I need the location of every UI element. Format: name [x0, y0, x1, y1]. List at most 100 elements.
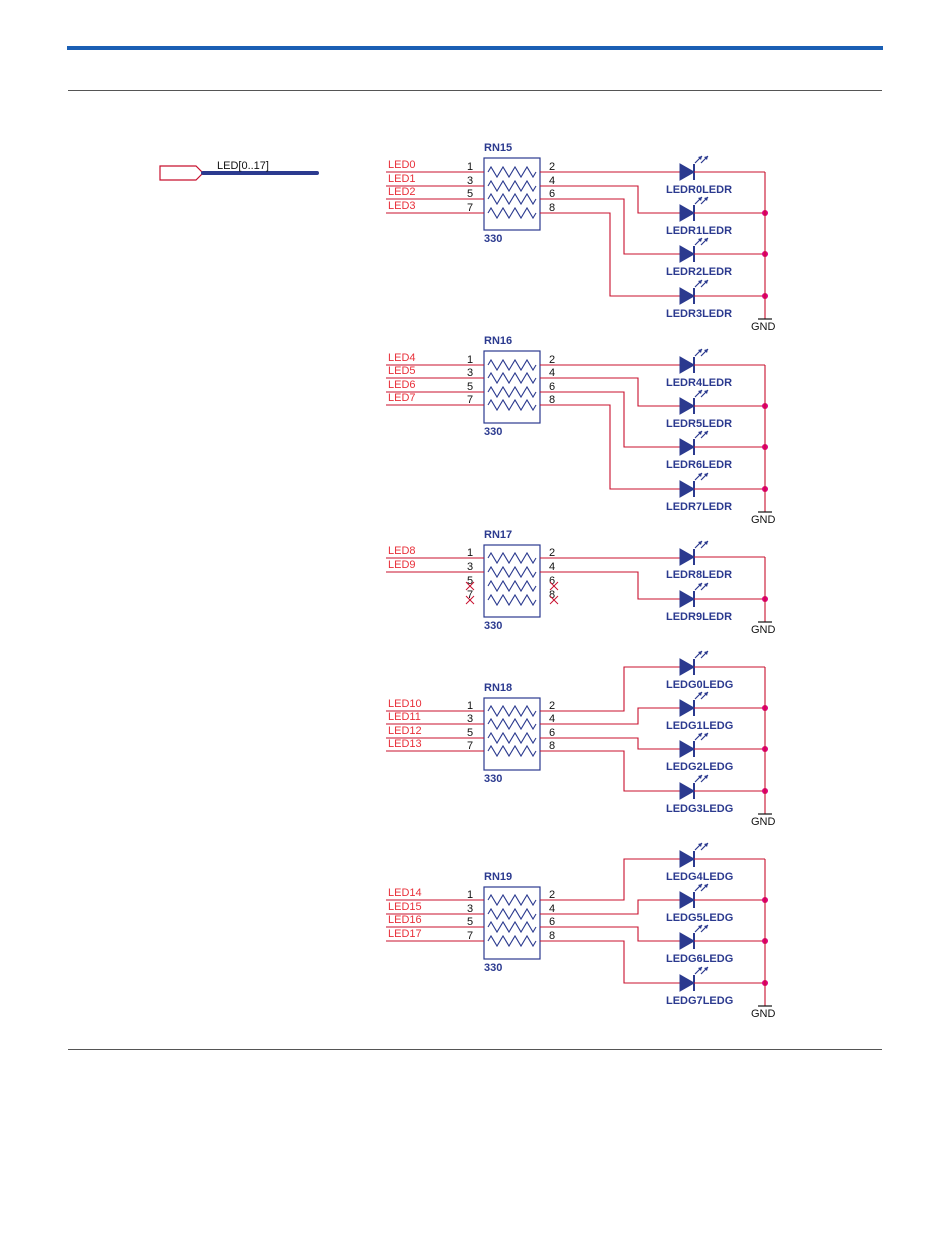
- resistor-symbol: [487, 179, 537, 193]
- wire: [540, 899, 680, 915]
- pin-number: 2: [549, 700, 555, 712]
- led-label: LEDG1LEDG: [666, 720, 733, 732]
- led-reference: LEDG6: [666, 953, 703, 965]
- wire: [540, 750, 680, 792]
- pin-number: 1: [467, 889, 473, 901]
- light-arrowhead-icon: [698, 156, 702, 160]
- resistor-network-body: [483, 350, 541, 424]
- led-label: LEDR6LEDR: [666, 459, 732, 471]
- light-arrowhead-icon: [698, 349, 702, 353]
- led-diode-icon: [679, 782, 696, 800]
- led-diode-icon: [679, 204, 696, 222]
- resistor-network-body: [483, 157, 541, 231]
- net-label: LED8: [388, 545, 416, 557]
- no-connect-icon: [465, 581, 475, 591]
- light-arrowhead-icon: [704, 733, 708, 737]
- light-arrowhead-icon: [704, 967, 708, 971]
- light-arrowhead-icon: [704, 238, 708, 242]
- led-label: LEDG4LEDG: [666, 871, 733, 883]
- led-reference: LEDR3: [666, 308, 702, 320]
- resistor-symbol: [487, 565, 537, 579]
- led-value: LEDR: [702, 418, 732, 430]
- led-value: LEDG: [703, 953, 734, 965]
- pin-number: 4: [549, 367, 555, 379]
- pin-number: 3: [467, 903, 473, 915]
- light-arrowhead-icon: [698, 390, 702, 394]
- light-arrowhead-icon: [698, 651, 702, 655]
- led-reference: LEDR5: [666, 418, 702, 430]
- light-arrowhead-icon: [704, 390, 708, 394]
- component-value: 330: [484, 233, 502, 245]
- light-arrowhead-icon: [698, 541, 702, 545]
- resistor-symbol: [487, 893, 537, 907]
- wire: [540, 377, 680, 407]
- led-value: LEDG: [703, 803, 734, 815]
- led-value: LEDG: [703, 720, 734, 732]
- led-reference: LEDR9: [666, 611, 702, 623]
- led-value: LEDG: [703, 761, 734, 773]
- net-label: LED14: [388, 887, 422, 899]
- resistor-symbol: [487, 704, 537, 718]
- component-value: 330: [484, 620, 502, 632]
- net-label: LED13: [388, 738, 422, 750]
- led-label: LEDR3LEDR: [666, 308, 732, 320]
- pin-number: 4: [549, 713, 555, 725]
- net-label: LED5: [388, 365, 416, 377]
- wire: [540, 666, 680, 712]
- led-diode-icon: [679, 163, 696, 181]
- pin-number: 4: [549, 903, 555, 915]
- led-value: LEDR: [702, 569, 732, 581]
- led-value: LEDR: [702, 266, 732, 278]
- pin-number: 7: [467, 202, 473, 214]
- pin-number: 3: [467, 561, 473, 573]
- led-label: LEDR7LEDR: [666, 501, 732, 513]
- pin-number: 6: [549, 727, 555, 739]
- resistor-symbol: [487, 731, 537, 745]
- led-diode-icon: [679, 245, 696, 263]
- light-arrowhead-icon: [704, 156, 708, 160]
- led-diode-icon: [679, 850, 696, 868]
- led-label: LEDG3LEDG: [666, 803, 733, 815]
- light-arrowhead-icon: [704, 197, 708, 201]
- led-diode-icon: [679, 740, 696, 758]
- led-reference: LEDR4: [666, 377, 703, 389]
- pin-number: 7: [467, 589, 473, 601]
- net-label: LED11: [388, 711, 421, 723]
- light-arrowhead-icon: [698, 733, 702, 737]
- ground-label: GND: [751, 624, 776, 636]
- led-label: LEDR5LEDR: [666, 418, 732, 430]
- led-label: LEDR1LEDR: [666, 225, 732, 237]
- ground-label: GND: [751, 514, 776, 526]
- light-arrowhead-icon: [704, 775, 708, 779]
- pin-number: 8: [549, 202, 555, 214]
- ground-label: GND: [751, 816, 776, 828]
- wire: [540, 391, 680, 448]
- led-value: LEDG: [703, 871, 734, 883]
- led-diode-icon: [679, 356, 696, 374]
- pin-number: 8: [549, 394, 555, 406]
- light-arrowhead-icon: [698, 431, 702, 435]
- light-arrowhead-icon: [698, 843, 702, 847]
- net-label: LED9: [388, 559, 416, 571]
- resistor-symbol: [487, 358, 537, 372]
- led-reference: LEDG7: [666, 995, 703, 1007]
- led-label: LEDR0LEDR: [666, 184, 732, 196]
- pin-number: 5: [467, 381, 473, 393]
- pin-number: 5: [467, 916, 473, 928]
- led-diode-icon: [679, 438, 696, 456]
- wire: [540, 185, 680, 214]
- light-arrowhead-icon: [704, 473, 708, 477]
- component-designator: RN15: [484, 142, 512, 154]
- led-value: LEDG: [703, 912, 734, 924]
- led-label: LEDG6LEDG: [666, 953, 733, 965]
- light-arrowhead-icon: [704, 541, 708, 545]
- led-label: LEDR8LEDR: [666, 569, 732, 581]
- light-arrowhead-icon: [698, 967, 702, 971]
- no-connect-icon: [465, 595, 475, 605]
- component-value: 330: [484, 773, 502, 785]
- led-value: LEDR: [702, 308, 732, 320]
- led-label: LEDR4LEDR: [666, 377, 732, 389]
